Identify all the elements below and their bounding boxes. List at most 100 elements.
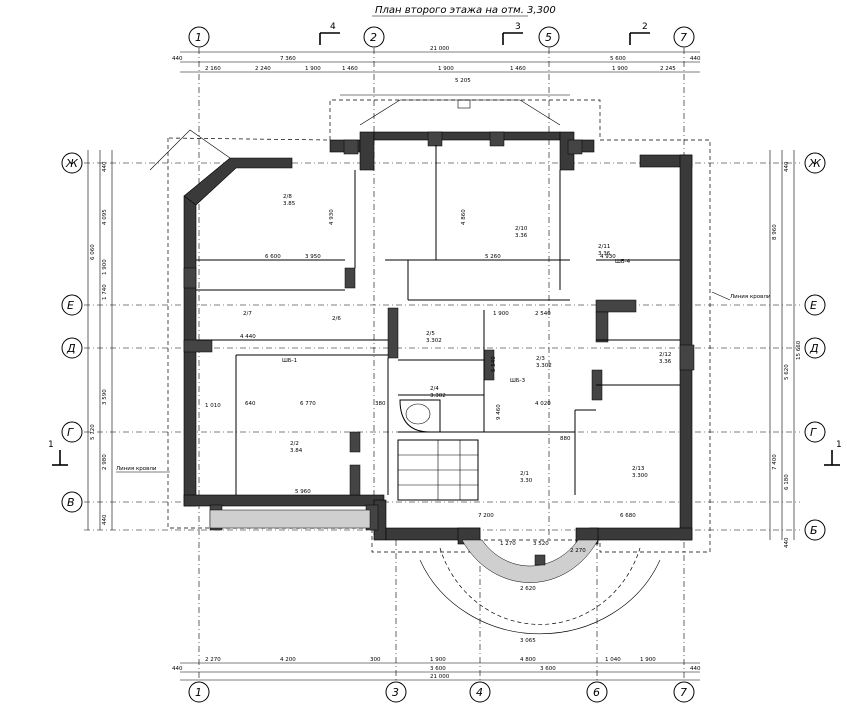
svg-text:Ж: Ж [65,157,79,170]
svg-text:7: 7 [680,686,687,699]
room-labels: 2/8 3.85 2/10 3.36 2/11 3.36 2/7 2/6 2/5… [243,194,672,484]
svg-text:5 720: 5 720 [90,424,96,440]
svg-text:3.84: 3.84 [290,448,303,454]
svg-text:3 065: 3 065 [520,638,536,644]
roof-line-note-right: Линия кровли [730,294,771,300]
svg-text:6 770: 6 770 [300,401,316,407]
svg-text:1 900: 1 900 [493,311,509,317]
interior-dimensions: 6 600 3 950 5 260 4 930 4 440 6 770 5 96… [205,209,636,644]
axis-bubbles-left: Ж Е Д Г В [61,152,83,513]
svg-text:4 800: 4 800 [520,657,536,663]
svg-text:3.36: 3.36 [659,359,672,365]
svg-text:440: 440 [172,56,183,62]
bay-balcony [419,539,661,635]
svg-text:7 360: 7 360 [280,56,296,62]
svg-text:3 520: 3 520 [533,541,549,547]
svg-text:1 740: 1 740 [102,284,108,300]
svg-text:4 930: 4 930 [329,209,335,225]
dimensions-right: 8 960 15 660 5 620 7 400 6 180 440 440 [769,150,802,548]
beam-note-1: ШБ-1 [282,358,297,364]
svg-text:2 540: 2 540 [535,311,551,317]
room-2-5: 2/5 [426,331,435,337]
svg-text:В: В [67,496,75,509]
svg-text:1 900: 1 900 [612,66,628,72]
svg-text:Д: Д [809,342,819,355]
section-marks: 4 3 2 1 1 [48,22,842,466]
interior-walls [196,145,680,495]
svg-text:4: 4 [476,686,483,699]
svg-text:1 900: 1 900 [640,657,656,663]
svg-text:2 240: 2 240 [255,66,271,72]
svg-text:880: 880 [560,436,571,442]
roof-line-note-left: Линия кровли [116,466,157,472]
room-2-8: 2/8 [283,194,292,200]
svg-text:3 590: 3 590 [102,389,108,405]
room-2-7: 2/7 [243,311,252,317]
svg-text:2 270: 2 270 [205,657,221,663]
svg-text:5 205: 5 205 [455,78,471,84]
svg-text:2: 2 [642,22,648,32]
dimensions-bottom: 2 270 4 200 1 900 4 800 1 040 1 900 300 … [172,657,701,681]
svg-text:1 900: 1 900 [102,259,108,275]
svg-text:1 040: 1 040 [605,657,621,663]
svg-text:1 900: 1 900 [305,66,321,72]
svg-text:Е: Е [810,299,817,312]
svg-text:4 860: 4 860 [461,209,467,225]
svg-text:3.302: 3.302 [430,393,446,399]
svg-text:1: 1 [195,686,202,699]
beam-note-4: ШБ-4 [615,259,631,265]
svg-text:640: 640 [245,401,256,407]
svg-text:5 260: 5 260 [485,254,501,260]
svg-text:3.302: 3.302 [536,363,552,369]
plan-notes: Линия кровли Линия кровли ШБ-1 ШБ-3 ШБ-4 [116,259,771,473]
svg-text:Г: Г [810,426,817,439]
svg-text:5 620: 5 620 [784,364,790,380]
svg-text:5: 5 [545,31,552,44]
svg-text:440: 440 [690,666,701,672]
svg-text:3.36: 3.36 [515,233,528,239]
staircase [397,439,479,501]
svg-text:6 600: 6 600 [265,254,281,260]
svg-text:440: 440 [690,56,701,62]
svg-text:4: 4 [330,22,336,32]
svg-text:380: 380 [375,401,386,407]
svg-text:5 600: 5 600 [610,56,626,62]
svg-text:Е: Е [67,299,74,312]
svg-text:1 900: 1 900 [438,66,454,72]
room-2-6: 2/6 [332,316,341,322]
svg-text:440: 440 [172,666,183,672]
svg-text:1: 1 [836,440,842,450]
svg-text:6 680: 6 680 [620,513,636,519]
balcony-hatched-bottom-left [209,509,371,529]
svg-text:4 440: 4 440 [240,334,256,340]
svg-text:3 600: 3 600 [540,666,556,672]
svg-text:1 010: 1 010 [205,403,221,409]
svg-text:1 900: 1 900 [430,657,446,663]
svg-text:9 460: 9 460 [496,404,502,420]
svg-text:7 200: 7 200 [478,513,494,519]
svg-text:6: 6 [593,686,600,699]
svg-text:440: 440 [784,161,790,172]
svg-text:3 950: 3 950 [305,254,321,260]
svg-text:300: 300 [370,657,381,663]
svg-text:1 270: 1 270 [500,541,516,547]
svg-text:2: 2 [370,31,377,44]
svg-text:3: 3 [515,22,521,32]
svg-text:2 270: 2 270 [570,548,586,554]
svg-text:3 600: 3 600 [430,666,446,672]
room-2-10: 2/10 [515,226,528,232]
svg-text:Д: Д [66,342,76,355]
svg-text:1: 1 [48,440,54,450]
left-bay-window [149,129,231,171]
room-2-12: 2/12 [659,352,671,358]
svg-text:3.36: 3.36 [598,251,611,257]
svg-text:3: 3 [392,686,399,699]
svg-text:440: 440 [784,537,790,548]
svg-text:2 980: 2 980 [102,454,108,470]
dimensions-left: 6 060 4 095 1 900 1 740 3 590 2 980 5 72… [87,150,113,530]
svg-text:440: 440 [102,514,108,525]
svg-text:Г: Г [67,426,74,439]
bathtub [399,399,441,433]
svg-text:2 245: 2 245 [660,66,676,72]
